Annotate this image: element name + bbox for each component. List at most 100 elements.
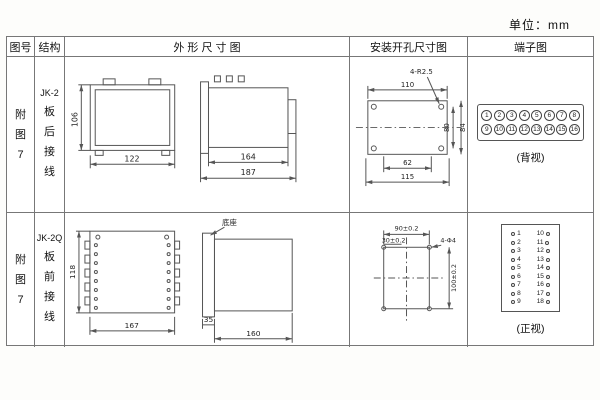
terminal-entry: 8 [511, 290, 521, 298]
header-structure: 结构 [35, 37, 65, 57]
dim-height-100: 100±0.2 [450, 264, 458, 292]
terminal-dot-icon [511, 300, 516, 304]
terminal-circle: 5 [531, 110, 543, 121]
dim-width-62: 62 [403, 159, 412, 167]
terminal-circle: 2 [493, 110, 505, 121]
header-fig-no: 图号 [7, 37, 35, 57]
hole-note-phi4: 4-Φ4 [440, 236, 456, 244]
row1-outline-cell: 106 122 164 187 [65, 57, 350, 213]
dim-depth-187: 187 [241, 168, 256, 177]
terminal-entry: 18 [537, 298, 550, 306]
terminal-entry: 13 [537, 256, 550, 264]
jk2-outline-drawing: 106 122 164 187 [70, 75, 297, 183]
terminal-dot-icon [545, 232, 550, 236]
dim-offset-30: 30±0.2 [382, 236, 406, 244]
dim-height-84: 84 [459, 123, 467, 132]
jk2q-outline-drawing: 118 167 底座 35 160 [68, 217, 293, 343]
terminal-entry: 6 [511, 273, 521, 281]
terminal-dot-icon [545, 249, 550, 253]
terminal-dot-icon [545, 274, 550, 279]
terminal-circle: 10 [493, 124, 505, 135]
terminal-circle: 16 [568, 124, 580, 135]
header-outline: 外 形 尺 寸 图 [65, 37, 350, 57]
jk2q-cutout-view [373, 230, 454, 321]
terminal-dot-icon [511, 283, 516, 287]
terminal-entry: 9 [511, 298, 521, 306]
dim-height-118: 118 [68, 265, 77, 280]
dim-depth-164: 164 [241, 152, 256, 161]
terminal-entry: 2 [511, 239, 521, 247]
dim-width-115: 115 [401, 173, 414, 181]
spec-table: 图号 结构 外 形 尺 寸 图 安装开孔尺寸图 端子图 附图7 JK-2 板后接… [6, 36, 594, 347]
terminal-circle: 13 [531, 124, 543, 135]
jk2q-front-view [75, 230, 181, 335]
terminal-entry: 3 [511, 247, 521, 255]
row1-wiring: 板后接线 [44, 105, 55, 178]
terminal-dot-icon [511, 274, 516, 279]
dim-base-35: 35 [204, 315, 214, 324]
terminal-circle: 14 [543, 124, 555, 135]
terminal-entry: 14 [537, 264, 550, 272]
row1-fig-no: 附图7 [15, 108, 26, 161]
jk2q-mounting-drawing: 90±0.2 30±0.2 4-Φ4 100±0.2 [373, 224, 458, 321]
terminal-dot-icon [511, 240, 516, 245]
dim-width-122: 122 [124, 154, 139, 163]
row2-outline-cell: 118 167 底座 35 160 [65, 213, 350, 347]
dim-height-106: 106 [70, 112, 79, 127]
terminal-entry: 11 [537, 239, 550, 247]
terminal-entry: 15 [537, 273, 550, 281]
dim-depth-160: 160 [246, 329, 261, 338]
terminal-entry: 5 [511, 264, 521, 272]
terminal-circle: 15 [556, 124, 568, 135]
terminal-dot-icon [511, 266, 516, 270]
terminal-circle: 9 [481, 124, 493, 135]
terminal-circle: 11 [506, 124, 518, 135]
terminal-dot-icon [545, 266, 550, 270]
terminal-entry: 1 [511, 230, 521, 238]
terminal-dot-icon [545, 291, 550, 296]
terminal-circle: 3 [506, 110, 518, 121]
terminal-entry: 17 [537, 290, 550, 298]
terminal-circle: 4 [518, 110, 530, 121]
jk2-mounting-drawing: 110 4-R2.5 80 84 62 115 [355, 68, 467, 187]
base-label: 底座 [222, 217, 237, 227]
row1-mounting-cell: 110 4-R2.5 80 84 62 115 [350, 57, 468, 213]
terminal-dot-icon [511, 257, 516, 262]
row2-wiring: 板前接线 [44, 251, 55, 323]
terminal-dot-icon [545, 257, 550, 262]
row1-model: JK-2 [40, 87, 59, 98]
terminal-entry: 10 [537, 230, 550, 238]
terminal-circle: 6 [543, 110, 555, 121]
row1-structure-cell: JK-2 板后接线 [35, 57, 65, 213]
terminal-dot-icon [545, 240, 550, 245]
terminal-caption-front: (正视) [516, 322, 545, 335]
terminal-entry: 16 [537, 281, 550, 289]
terminal-caption-back: (背视) [516, 152, 545, 164]
unit-label: 单位：mm [509, 18, 570, 32]
terminal-dot-icon [511, 232, 516, 236]
jk2q-side-view [202, 226, 293, 343]
terminal-dot-icon [545, 300, 550, 304]
header-terminal: 端子图 [468, 37, 593, 57]
row1-fig-no-cell: 附图7 [7, 57, 35, 213]
row2-model: JK-2Q [36, 233, 63, 243]
terminal-dot-icon [511, 249, 516, 253]
jk2-front-view [78, 78, 176, 169]
jk2-cutout-view [355, 76, 464, 187]
terminal-dot-icon [545, 283, 550, 287]
terminal-entry: 4 [511, 256, 521, 264]
row2-fig-no: 附图7 [15, 254, 26, 306]
row2-mounting-cell: 90±0.2 30±0.2 4-Φ4 100±0.2 [350, 213, 468, 347]
row2-fig-no-cell: 附图7 [7, 213, 35, 347]
terminal-circle: 7 [556, 110, 568, 121]
terminal-circle: 1 [481, 110, 493, 121]
